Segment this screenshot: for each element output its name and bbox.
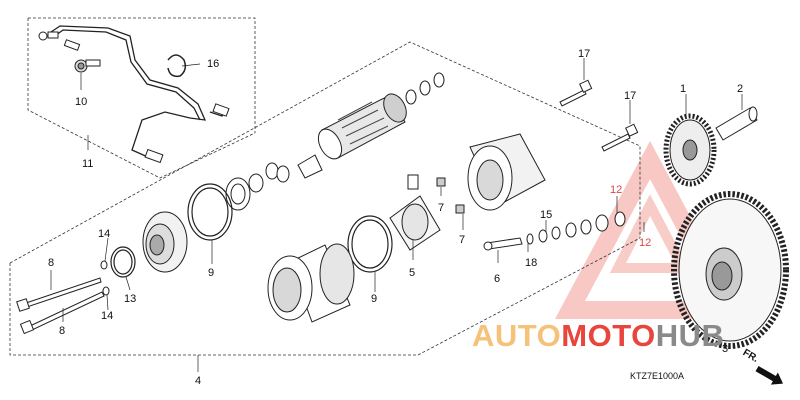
- callout-5: 5: [409, 267, 415, 279]
- svg-text:AUTOMOTOHUB: AUTOMOTOHUB: [472, 318, 724, 353]
- callout-7-lower: 7: [459, 234, 465, 246]
- front-direction-indicator: FR.: [741, 347, 784, 385]
- watermark-moto: MOTO: [561, 318, 655, 353]
- callout-11: 11: [82, 158, 93, 170]
- diagram-code: KTZ7E1000A: [630, 371, 684, 381]
- armature-washers: [248, 72, 445, 193]
- gear-shaft: [715, 106, 758, 141]
- washer-14: [100, 260, 110, 296]
- callout-4: 4: [195, 375, 201, 387]
- callout-9-lower: 9: [371, 293, 377, 305]
- bolt-8-lower: [19, 291, 105, 335]
- callout-15: 15: [540, 209, 552, 221]
- driven-gear: [671, 191, 789, 349]
- terminal-6: [483, 237, 523, 251]
- wire-harness-box: [27, 17, 256, 179]
- screw-17-upper: [559, 79, 593, 107]
- o-ring-9-lower: [347, 215, 393, 273]
- callout-10: 10: [75, 96, 87, 108]
- callout-13: 13: [124, 293, 136, 305]
- bracket-seal: [225, 177, 251, 211]
- watermark-auto: AUTO: [472, 318, 561, 353]
- callout-14-lower: 14: [101, 310, 113, 322]
- callout-17-upper: 17: [578, 48, 590, 60]
- motor-case: [267, 243, 355, 323]
- screw-17-lower: [601, 123, 639, 152]
- callout-6: 6: [494, 273, 500, 285]
- callout-2: 2: [737, 83, 743, 95]
- cable-terminal-left: [38, 31, 81, 51]
- callout-3: 3: [722, 343, 728, 355]
- bolt-8-upper: [16, 277, 102, 312]
- callout-17-lower: 17: [624, 90, 636, 102]
- leader-lines: [50, 58, 743, 372]
- direction-label: FR.: [741, 347, 761, 365]
- callout-8-lower: 8: [59, 325, 65, 337]
- starter-motor-box: [9, 41, 641, 356]
- terminal-cover-10: [74, 59, 101, 73]
- callout-7-upper: 7: [438, 202, 444, 214]
- callout-numbers: 16 10 11 1 2 17 17 12 12 15 18 6 7 7 5 9…: [48, 48, 743, 387]
- o-ring-9-upper: [187, 183, 233, 241]
- callout-9-upper: 9: [208, 267, 214, 279]
- arrow-icon: [755, 366, 784, 385]
- callout-14-upper: 14: [98, 228, 110, 240]
- o-ring-13: [110, 246, 136, 278]
- callout-8-upper: 8: [48, 257, 54, 269]
- brush-holder: [389, 174, 441, 251]
- rear-cover: [467, 133, 546, 211]
- watermark-hub: HUB: [656, 318, 725, 353]
- callout-16: 16: [207, 58, 219, 70]
- cable-clamp-16: [167, 54, 187, 78]
- callout-12-lower: 12: [639, 237, 651, 249]
- cable-terminal-right: [144, 103, 230, 164]
- terminal-washers: [526, 211, 626, 245]
- front-cover: [142, 211, 188, 273]
- brush-7: [436, 177, 465, 214]
- callout-1: 1: [680, 83, 686, 95]
- callout-18: 18: [525, 257, 537, 269]
- watermark-text: AUTOMOTOHUB: [472, 318, 724, 353]
- armature: [297, 93, 407, 179]
- reduction-gear: [663, 113, 717, 187]
- callout-12-upper: 12: [610, 184, 622, 196]
